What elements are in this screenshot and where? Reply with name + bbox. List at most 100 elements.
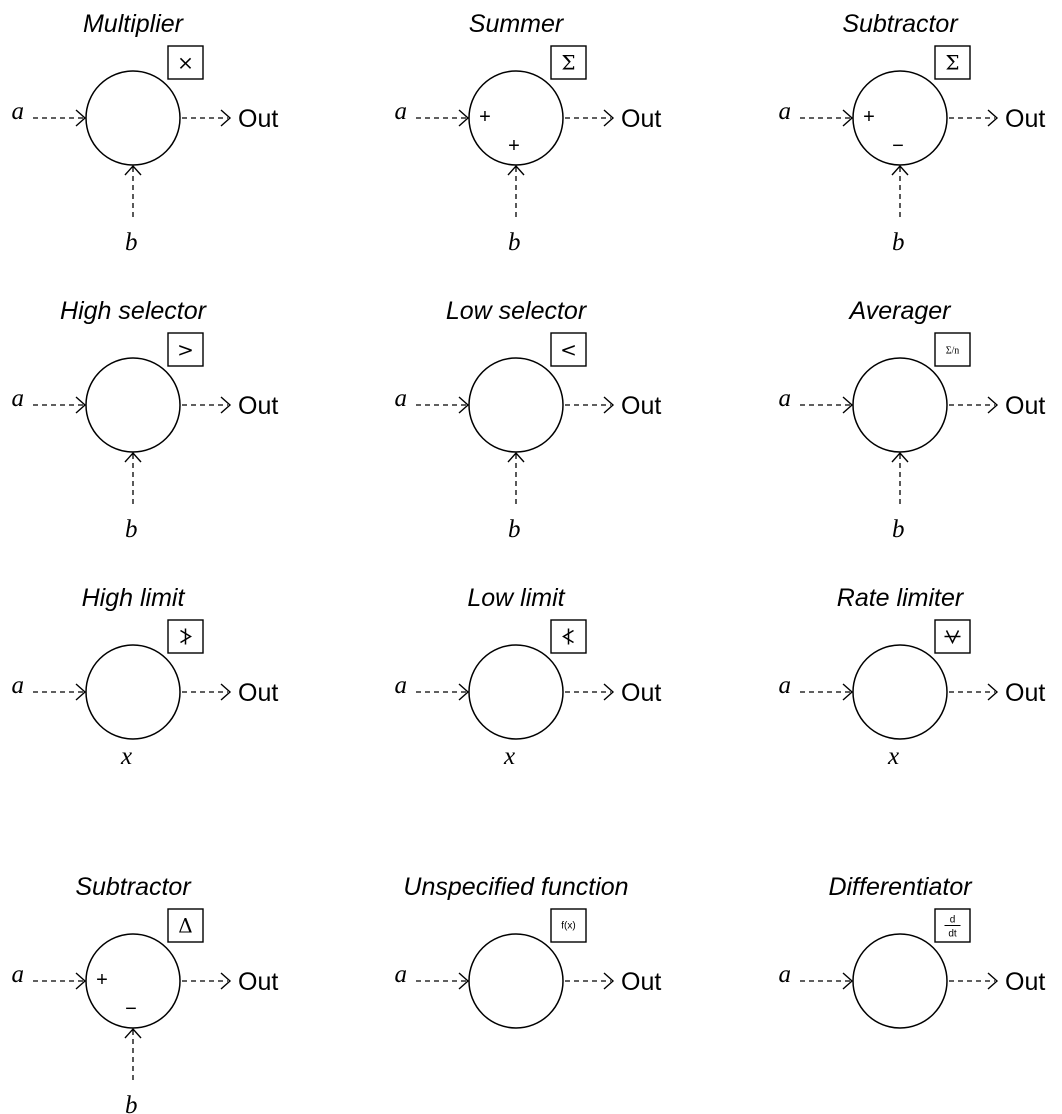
input-arrow-icon (891, 164, 909, 176)
input-arrow-icon (507, 451, 525, 463)
block-title: Differentiator (828, 873, 973, 901)
input-arrow-icon (842, 683, 854, 701)
function-circle (852, 357, 948, 453)
input-arrow-icon (124, 451, 142, 463)
derivative-icon: d dt (944, 915, 961, 940)
input-a-label: a (395, 961, 408, 988)
input-arrow-icon (842, 972, 854, 990)
output-label: Out (1005, 679, 1045, 707)
input-b-label: b (125, 516, 138, 543)
input-a-label: a (779, 961, 792, 988)
function-symbol-box (934, 332, 971, 367)
function-block: Differentiator a Out d dt (779, 873, 1045, 1029)
function-symbol-box (167, 908, 204, 943)
block-title: Subtractor (842, 10, 959, 38)
input-arrow-icon (124, 164, 142, 176)
output-arrow-icon (987, 972, 999, 990)
function-symbol: Σ (945, 51, 959, 75)
plus-sign: + (479, 106, 491, 128)
function-circle (468, 357, 564, 453)
input-arrow-icon (75, 109, 87, 127)
output-arrow-icon (220, 972, 232, 990)
function-symbol: Σ/n (946, 346, 960, 357)
output-label: Out (621, 968, 661, 996)
output-label: Out (1005, 105, 1045, 133)
plus-sign: + (508, 135, 520, 157)
input-b-label: b (125, 1092, 138, 1114)
input-b-label: b (508, 516, 521, 543)
input-a-label: a (12, 961, 25, 988)
block-title: High limit (82, 584, 186, 612)
parameter-x-label: x (887, 743, 899, 770)
input-b-label: b (892, 516, 905, 543)
function-symbol-box (934, 45, 971, 80)
low-limit-icon (562, 628, 574, 645)
function-circle (852, 644, 948, 740)
block-title: Unspecified function (403, 873, 628, 901)
input-a-label: a (395, 672, 408, 699)
output-arrow-icon (603, 972, 615, 990)
minus-sign: − (125, 998, 137, 1020)
output-arrow-icon (603, 396, 615, 414)
input-arrow-icon (507, 164, 525, 176)
function-circle (852, 933, 948, 1029)
derivative-denominator: dt (948, 929, 957, 940)
function-circle (468, 644, 564, 740)
input-arrow-icon (458, 396, 470, 414)
output-label: Out (1005, 392, 1045, 420)
function-circle (85, 357, 181, 453)
input-arrow-icon (124, 1027, 142, 1039)
input-arrow-icon (458, 683, 470, 701)
output-arrow-icon (220, 109, 232, 127)
function-symbol: Δ (178, 914, 192, 938)
output-arrow-icon (987, 109, 999, 127)
input-a-label: a (395, 385, 408, 412)
output-label: Out (238, 679, 278, 707)
function-block: Averager a Out b Σ/n (779, 297, 1046, 543)
function-symbol-box (167, 45, 204, 80)
input-a-label: a (12, 385, 25, 412)
input-a-label: a (395, 98, 408, 125)
block-title: Averager (848, 297, 953, 325)
function-symbol-box (550, 332, 587, 367)
input-a-label: a (779, 385, 792, 412)
input-a-label: a (12, 672, 25, 699)
parameter-x-label: x (120, 743, 132, 770)
block-title: Rate limiter (837, 584, 965, 612)
function-symbol: Σ (561, 51, 575, 75)
input-b-label: b (892, 229, 905, 256)
input-b-label: b (125, 229, 138, 256)
function-circle (85, 70, 181, 166)
function-symbol-box (550, 908, 587, 943)
input-a-label: a (779, 98, 792, 125)
output-arrow-icon (220, 396, 232, 414)
minus-sign: − (892, 135, 904, 157)
output-arrow-icon (987, 396, 999, 414)
input-arrow-icon (458, 972, 470, 990)
output-label: Out (238, 392, 278, 420)
block-title: High selector (60, 297, 208, 325)
output-label: Out (621, 105, 661, 133)
block-title: Low selector (446, 297, 588, 325)
function-symbol: × (177, 51, 194, 75)
input-arrow-icon (75, 972, 87, 990)
block-title: Subtractor (75, 873, 192, 901)
plus-sign: + (96, 969, 108, 991)
parameter-x-label: x (503, 743, 515, 770)
input-arrow-icon (842, 109, 854, 127)
output-label: Out (1005, 968, 1045, 996)
input-arrow-icon (842, 396, 854, 414)
rate-limit-icon (944, 630, 961, 645)
function-circle (85, 644, 181, 740)
derivative-numerator: d (950, 915, 956, 926)
input-a-label: a (779, 672, 792, 699)
